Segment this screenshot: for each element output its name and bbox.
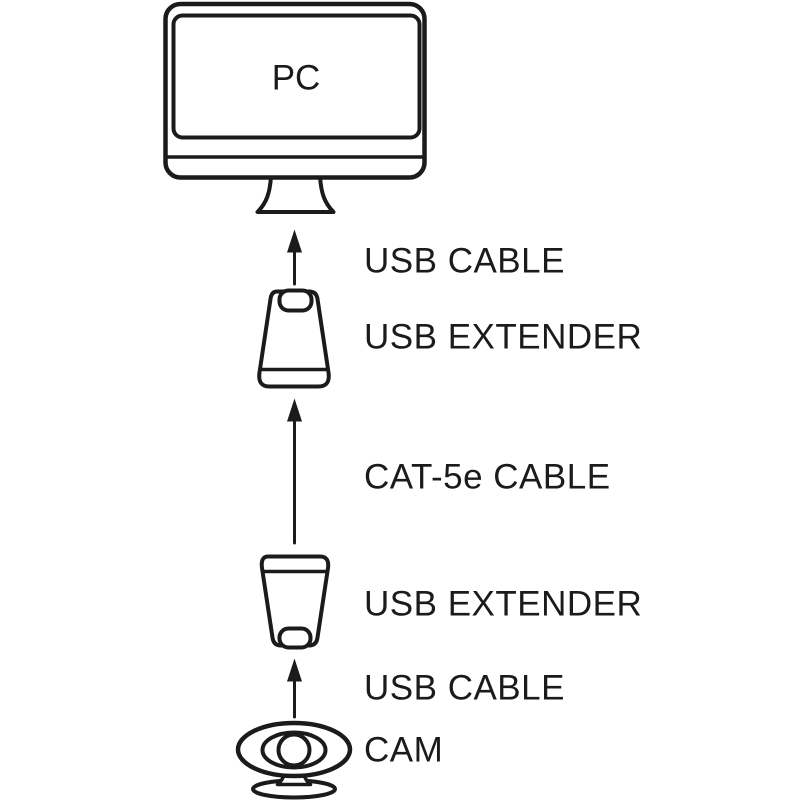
usb-extender-bottom-label: USB EXTENDER	[364, 584, 643, 624]
extender-body	[257, 289, 331, 389]
usb-extender-icon	[259, 554, 331, 650]
usb-port	[277, 288, 314, 313]
webcam-lens	[276, 732, 312, 768]
cat5e-cable-label: CAT-5e CABLE	[364, 457, 611, 497]
usb-extender-icon	[257, 288, 331, 389]
arrow-up-icon	[287, 398, 302, 545]
cam-node-label: CAM	[364, 730, 444, 770]
usb-cable-top-label: USB CABLE	[364, 241, 565, 281]
pc-monitor-icon	[163, 1, 427, 214]
pc-node-label: PC	[271, 58, 321, 98]
arrow-up-icon	[287, 229, 302, 286]
webcam-icon	[235, 720, 353, 800]
arrow-up-icon	[287, 658, 302, 719]
usb-extender-top-label: USB EXTENDER	[364, 317, 643, 357]
monitor-stand	[255, 174, 336, 214]
monitor-screen	[171, 13, 422, 140]
usb-cable-bottom-label: USB CABLE	[364, 668, 565, 708]
usb-port	[277, 626, 313, 650]
